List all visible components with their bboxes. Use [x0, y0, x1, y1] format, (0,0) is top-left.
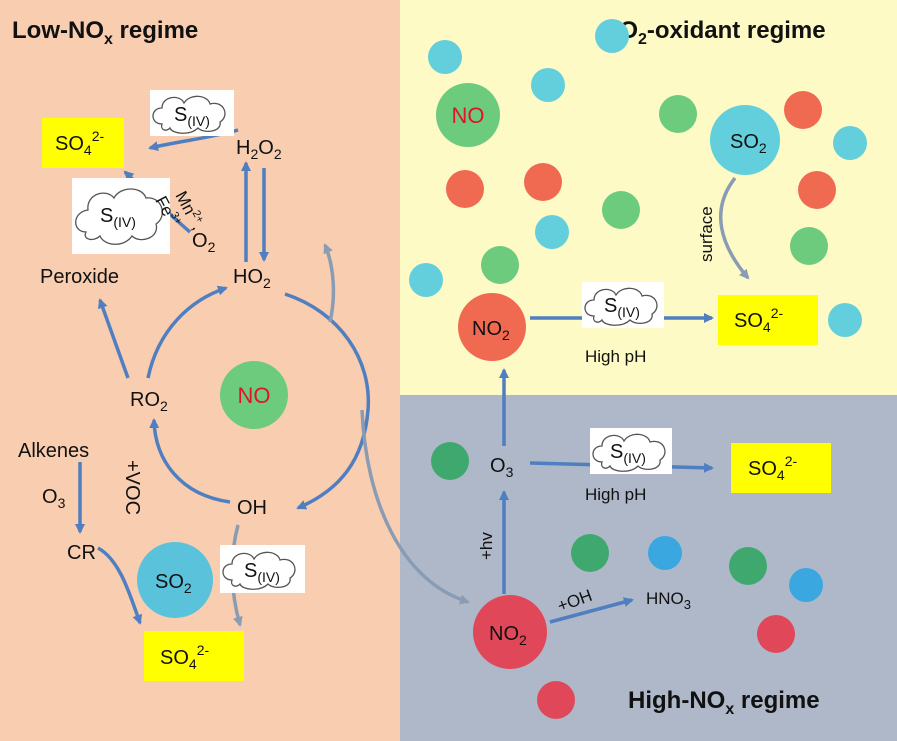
oh-label: OH: [237, 497, 267, 519]
svg-text:S(IV): S(IV): [100, 205, 136, 230]
siv-cloud-top-right: S(IV): [582, 282, 664, 328]
no2-regime-particles: [409, 19, 867, 337]
hv-label: +hv: [477, 532, 496, 560]
o3-label-left: O3: [42, 486, 66, 511]
svg-text:SO42-: SO42-: [160, 642, 209, 672]
siv-cloud-bottom: S(IV): [220, 545, 305, 593]
svg-text:SO42-: SO42-: [734, 305, 783, 335]
svg-text:S(IV): S(IV): [174, 104, 210, 129]
svg-text:S(IV): S(IV): [604, 295, 640, 320]
so4-box-middle-right: SO42-: [731, 443, 831, 493]
hno3-label: HNO3: [646, 589, 691, 612]
no2-circle-top: [458, 293, 526, 361]
high-ph-label-bottom: High pH: [585, 485, 646, 504]
high-nox-title: High-NOx regime: [628, 687, 820, 718]
so2-label-top: SO2: [730, 131, 767, 156]
no2-label-top: NO2: [472, 318, 510, 343]
no2-circle-bottom: [473, 595, 547, 669]
surface-label: surface: [697, 206, 716, 262]
so2-label-bottom: SO2: [155, 571, 192, 596]
alkenes-label: Alkenes: [18, 440, 89, 462]
high-nox-particles: [431, 442, 823, 719]
no2-label-bottom: NO2: [489, 623, 527, 648]
siv-cloud-left: S(IV): [72, 178, 170, 254]
so4-box-bottom-left: SO42-: [144, 631, 244, 681]
o3-label-right: O3: [490, 455, 514, 480]
no2-oxidant-title: NO2-oxidant regime: [602, 17, 826, 48]
high-ph-label-top: High pH: [585, 347, 646, 366]
svg-text:SO42-: SO42-: [748, 453, 797, 483]
so4-box-top-left: SO42-: [42, 118, 124, 168]
o2-label: O2: [192, 230, 216, 255]
so2-circle-bottom: [137, 542, 213, 618]
svg-text:S(IV): S(IV): [244, 560, 280, 585]
no-circle-top: [436, 83, 500, 147]
no-label-center: NO: [238, 383, 271, 408]
h2o2-label: H2O2: [236, 137, 282, 162]
voc-label: +VOC: [121, 460, 143, 515]
svg-text:SO42-: SO42-: [55, 128, 104, 158]
siv-cloud-middle-right: S(IV): [590, 428, 672, 474]
peroxide-label: Peroxide: [40, 266, 119, 288]
svg-text:S(IV): S(IV): [610, 441, 646, 466]
low-nox-title: Low-NOx regime: [12, 17, 198, 48]
no-label-top: NO: [452, 103, 485, 128]
no-circle-center: [220, 361, 288, 429]
siv-cloud-top: S(IV): [150, 90, 234, 136]
cr-label: CR: [67, 542, 96, 564]
ro2-label: RO2: [130, 389, 168, 414]
so4-box-top-right: SO42-: [718, 295, 818, 345]
so2-circle-top: [710, 105, 780, 175]
ho2-label: HO2: [233, 266, 271, 291]
ho2-oh-cycle: [75, 128, 470, 627]
